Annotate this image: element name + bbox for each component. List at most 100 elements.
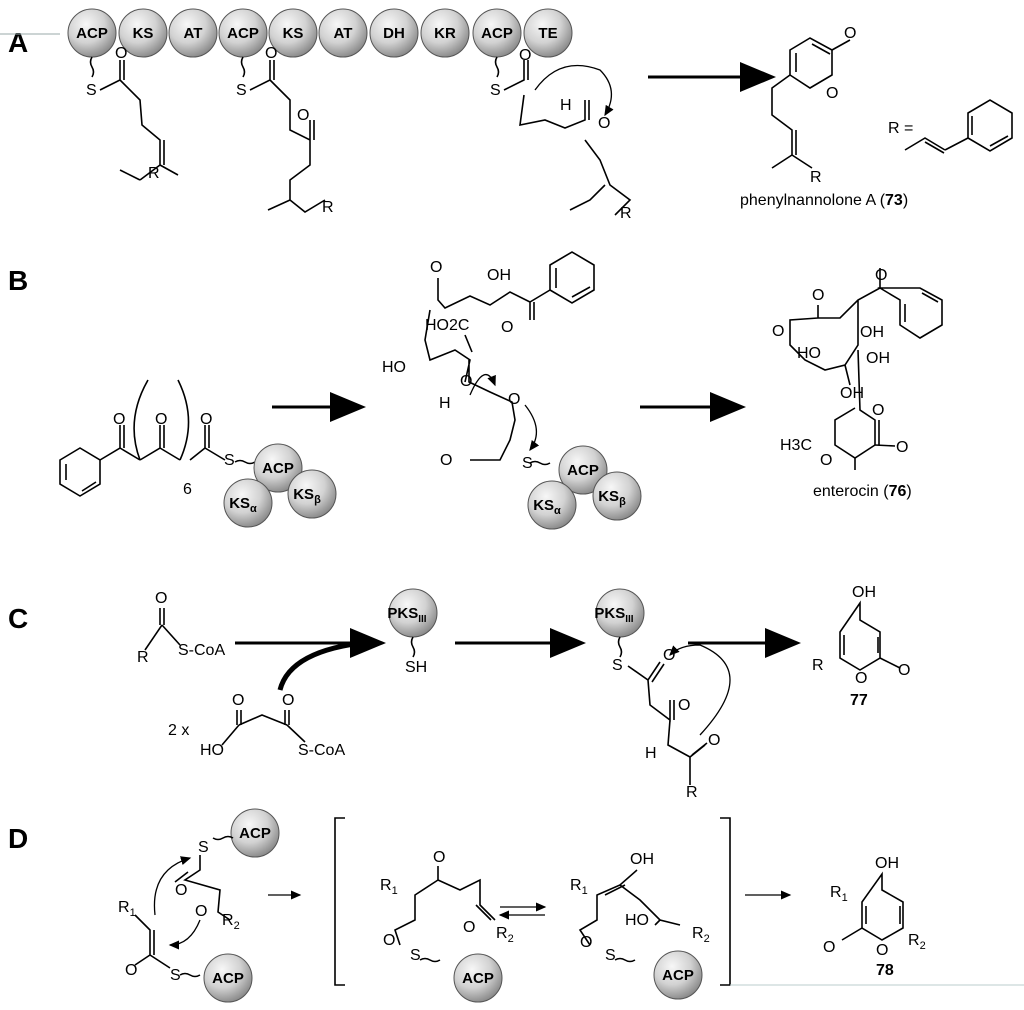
svg-text:OH: OH bbox=[840, 385, 864, 402]
svg-text:R: R bbox=[812, 657, 824, 674]
intermediate-a2: S O O R bbox=[236, 45, 334, 216]
svg-text:O: O bbox=[708, 732, 720, 749]
svg-text:S: S bbox=[605, 947, 616, 964]
svg-text:ACP: ACP bbox=[481, 25, 513, 42]
svg-text:ACP: ACP bbox=[462, 970, 494, 987]
svg-text:S: S bbox=[612, 657, 623, 674]
svg-text:R: R bbox=[810, 169, 822, 186]
substrates-c: O R S-CoA 2 x O O HO S-CoA bbox=[137, 590, 345, 759]
svg-text:OH: OH bbox=[866, 350, 890, 367]
svg-text:H: H bbox=[560, 97, 572, 114]
panel-label-c: C bbox=[8, 603, 28, 634]
svg-text:ACP: ACP bbox=[227, 25, 259, 42]
svg-text:S-CoA: S-CoA bbox=[298, 742, 345, 759]
svg-text:O: O bbox=[463, 919, 475, 936]
domain-te: TE bbox=[523, 8, 573, 58]
svg-text:O: O bbox=[282, 692, 294, 709]
svg-text:R1: R1 bbox=[380, 877, 398, 897]
svg-text:O: O bbox=[501, 319, 513, 336]
intermediate-a3: S O H O R bbox=[490, 47, 632, 222]
svg-text:HO: HO bbox=[625, 912, 649, 929]
svg-text:R: R bbox=[686, 784, 698, 801]
equilibrium-arrows bbox=[498, 902, 547, 920]
svg-text:O: O bbox=[823, 939, 835, 956]
svg-text:O: O bbox=[155, 590, 167, 607]
svg-text:KR: KR bbox=[434, 25, 456, 42]
product-78: OH R1 O O R2 78 bbox=[823, 855, 926, 979]
svg-text:O: O bbox=[519, 47, 531, 64]
enzyme-complex-b1: ACP KSα KSβ bbox=[223, 443, 337, 528]
svg-text:O: O bbox=[113, 411, 125, 428]
svg-text:enterocin (76): enterocin (76) bbox=[813, 483, 912, 500]
svg-text:O: O bbox=[663, 647, 675, 664]
svg-text:O: O bbox=[155, 411, 167, 428]
svg-text:S-CoA: S-CoA bbox=[178, 642, 225, 659]
bracket-left bbox=[334, 817, 345, 986]
curved-arrow-c bbox=[277, 639, 371, 691]
svg-text:ACP: ACP bbox=[262, 460, 294, 477]
svg-text:OH: OH bbox=[875, 855, 899, 872]
svg-text:AT: AT bbox=[334, 25, 353, 42]
svg-text:O: O bbox=[175, 882, 187, 899]
svg-text:77: 77 bbox=[850, 692, 868, 709]
intermediate-d2: OH R1 HO O R2 S ACP bbox=[570, 851, 710, 1000]
svg-text:O: O bbox=[855, 670, 867, 687]
intermediate-d1: O R1 O O R2 S ACP bbox=[380, 849, 514, 1003]
intermediate-c: PKSIII S O O O H R bbox=[594, 588, 731, 801]
intermediate-b: O OH HO2C HO O O O H O S bbox=[382, 251, 595, 472]
svg-text:S: S bbox=[170, 967, 181, 984]
svg-text:O: O bbox=[265, 45, 277, 62]
svg-text:O: O bbox=[460, 373, 472, 390]
svg-text:O: O bbox=[598, 115, 610, 132]
svg-text:O: O bbox=[678, 697, 690, 714]
domain-acp-3: ACP bbox=[472, 8, 522, 58]
substrates-d: ACP S O O R1 R2 O S ACP bbox=[118, 808, 280, 1003]
svg-text:KS: KS bbox=[133, 25, 154, 42]
product-76: O O O OH HO OH OH O O H3C O enterocin (7… bbox=[772, 267, 943, 500]
svg-text:OH: OH bbox=[487, 267, 511, 284]
svg-text:HO: HO bbox=[382, 359, 406, 376]
svg-text:OH: OH bbox=[630, 851, 654, 868]
svg-text:SH: SH bbox=[405, 659, 427, 676]
svg-text:HO: HO bbox=[200, 742, 224, 759]
svg-text:78: 78 bbox=[876, 962, 894, 979]
svg-text:H: H bbox=[439, 395, 451, 412]
svg-text:R1: R1 bbox=[570, 877, 588, 897]
svg-text:O: O bbox=[232, 692, 244, 709]
svg-text:OH: OH bbox=[852, 584, 876, 601]
product-77: OH O O R 77 bbox=[812, 584, 910, 709]
svg-text:O: O bbox=[200, 411, 212, 428]
svg-text:R2: R2 bbox=[496, 925, 514, 945]
svg-text:S: S bbox=[522, 455, 533, 472]
svg-text:OH: OH bbox=[860, 324, 884, 341]
svg-text:O: O bbox=[440, 452, 452, 469]
svg-text:R: R bbox=[322, 199, 334, 216]
svg-text:S: S bbox=[410, 947, 421, 964]
domain-ks-2: KS bbox=[268, 8, 318, 58]
svg-text:H: H bbox=[645, 745, 657, 762]
svg-text:O: O bbox=[898, 662, 910, 679]
svg-text:O: O bbox=[812, 287, 824, 304]
bracket-right bbox=[720, 817, 731, 986]
svg-text:R =: R = bbox=[888, 120, 913, 137]
svg-text:O: O bbox=[844, 25, 856, 42]
domain-ks-1: KS bbox=[118, 8, 168, 58]
svg-text:ACP: ACP bbox=[239, 825, 271, 842]
svg-text:O: O bbox=[195, 903, 207, 920]
svg-text:O: O bbox=[297, 107, 309, 124]
svg-text:S: S bbox=[86, 82, 97, 99]
svg-text:R: R bbox=[620, 205, 632, 222]
panel-label-d: D bbox=[8, 823, 28, 854]
domain-dh: DH bbox=[369, 8, 419, 58]
svg-text:O: O bbox=[580, 934, 592, 951]
svg-text:S: S bbox=[198, 839, 209, 856]
svg-text:KSβ: KSβ bbox=[598, 488, 626, 508]
svg-text:ACP: ACP bbox=[662, 967, 694, 984]
svg-text:S: S bbox=[224, 452, 235, 469]
domain-acp-2: ACP bbox=[218, 8, 268, 58]
svg-text:R2: R2 bbox=[908, 932, 926, 952]
svg-text:KS: KS bbox=[283, 25, 304, 42]
enzyme-complex-b2: ACP KSα KSβ bbox=[527, 445, 642, 530]
svg-text:ACP: ACP bbox=[567, 462, 599, 479]
